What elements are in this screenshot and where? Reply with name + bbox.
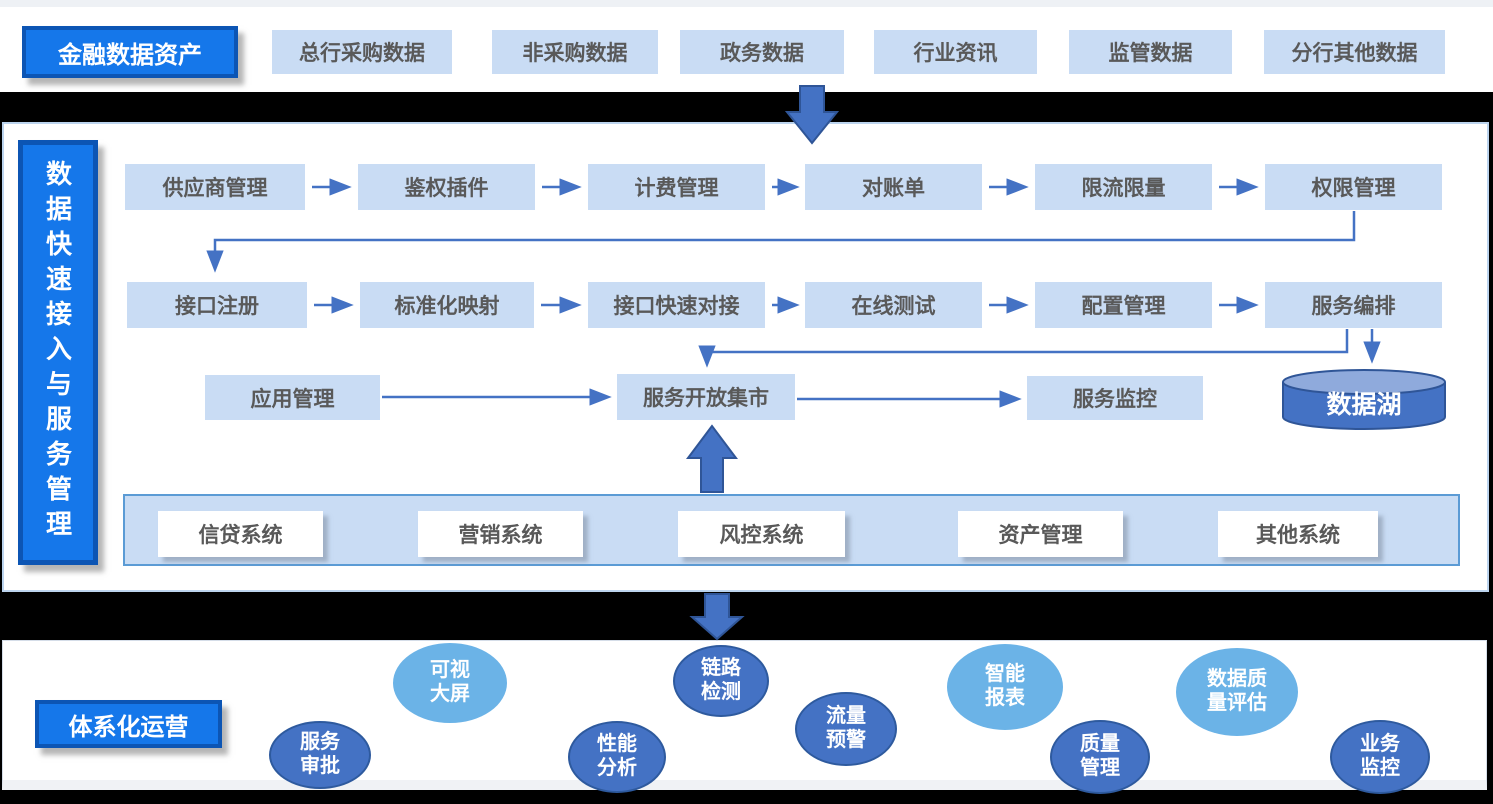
ops-bubble: 服务审批 bbox=[269, 721, 371, 789]
system-box: 信贷系统 bbox=[158, 511, 323, 557]
flow-step-box: 在线测试 bbox=[805, 282, 982, 328]
bubble-label: 量评估 bbox=[1207, 692, 1267, 714]
service-monitor-box: 服务监控 bbox=[1027, 376, 1203, 420]
system-box: 营销系统 bbox=[418, 511, 583, 557]
data-source-box: 总行采购数据 bbox=[272, 30, 452, 74]
systematic-operation-title: 体系化运营 bbox=[35, 700, 222, 748]
flow-step-box: 供应商管理 bbox=[125, 164, 305, 210]
app-management-box: 应用管理 bbox=[205, 375, 380, 420]
system-box: 其他系统 bbox=[1218, 511, 1378, 557]
flow-step-box: 标准化映射 bbox=[360, 282, 534, 328]
data-source-box: 非采购数据 bbox=[492, 30, 658, 74]
bubble-label: 预警 bbox=[826, 729, 866, 751]
data-source-box: 政务数据 bbox=[680, 30, 844, 74]
bubble-label: 链路 bbox=[701, 657, 741, 680]
bubble-label: 管理 bbox=[1080, 757, 1120, 779]
ops-bubble: 可视大屏 bbox=[393, 643, 507, 723]
ops-bubble: 流量预警 bbox=[795, 692, 897, 766]
bubble-label: 性能 bbox=[597, 733, 637, 756]
bubble-label: 检测 bbox=[701, 681, 741, 703]
bubble-label: 业务 bbox=[1360, 733, 1400, 756]
bubble-label: 服务 bbox=[300, 731, 340, 754]
ops-bubble: 链路检测 bbox=[673, 645, 769, 717]
bubble-label: 数据质 bbox=[1207, 668, 1267, 691]
bubble-label: 质量 bbox=[1080, 733, 1120, 756]
data-source-box: 行业资讯 bbox=[874, 30, 1037, 74]
bubble-label: 流量 bbox=[826, 705, 866, 728]
ops-bubble: 智能报表 bbox=[947, 644, 1063, 730]
ops-bubble: 质量管理 bbox=[1050, 720, 1150, 794]
financial-data-asset-title: 金融数据资产 bbox=[22, 26, 238, 78]
ops-bubble: 数据质量评估 bbox=[1176, 648, 1298, 736]
bubble-label: 监控 bbox=[1360, 757, 1400, 779]
bubble-label: 分析 bbox=[597, 757, 637, 779]
ops-bubble: 业务监控 bbox=[1330, 720, 1430, 794]
bubble-label: 审批 bbox=[300, 755, 340, 777]
flow-step-box: 接口注册 bbox=[127, 282, 307, 328]
flow-step-box: 接口快速对接 bbox=[588, 282, 765, 328]
flow-step-box: 权限管理 bbox=[1265, 164, 1442, 210]
bubble-label: 可视 bbox=[430, 659, 470, 682]
data-source-box: 分行其他数据 bbox=[1264, 30, 1445, 74]
flow-step-box: 对账单 bbox=[805, 164, 982, 210]
bubble-label: 智能 bbox=[985, 663, 1025, 686]
bubble-label: 大屏 bbox=[430, 683, 470, 705]
flow-step-box: 服务编排 bbox=[1265, 282, 1442, 328]
flow-step-box: 计费管理 bbox=[588, 164, 765, 210]
service-open-market-box: 服务开放集市 bbox=[617, 374, 795, 420]
flow-step-box: 鉴权插件 bbox=[358, 164, 535, 210]
data-access-service-mgmt-label: 数据快速接入与服务管理 bbox=[18, 140, 98, 565]
data-source-box: 监管数据 bbox=[1069, 30, 1232, 74]
bubble-label: 报表 bbox=[985, 687, 1025, 709]
block-arrow-down-mid bbox=[689, 593, 745, 641]
system-box: 风控系统 bbox=[678, 511, 845, 557]
flow-step-box: 限流限量 bbox=[1035, 164, 1212, 210]
ops-bubble: 性能分析 bbox=[568, 721, 666, 793]
flow-step-box: 配置管理 bbox=[1035, 282, 1212, 328]
system-box: 资产管理 bbox=[958, 511, 1123, 557]
